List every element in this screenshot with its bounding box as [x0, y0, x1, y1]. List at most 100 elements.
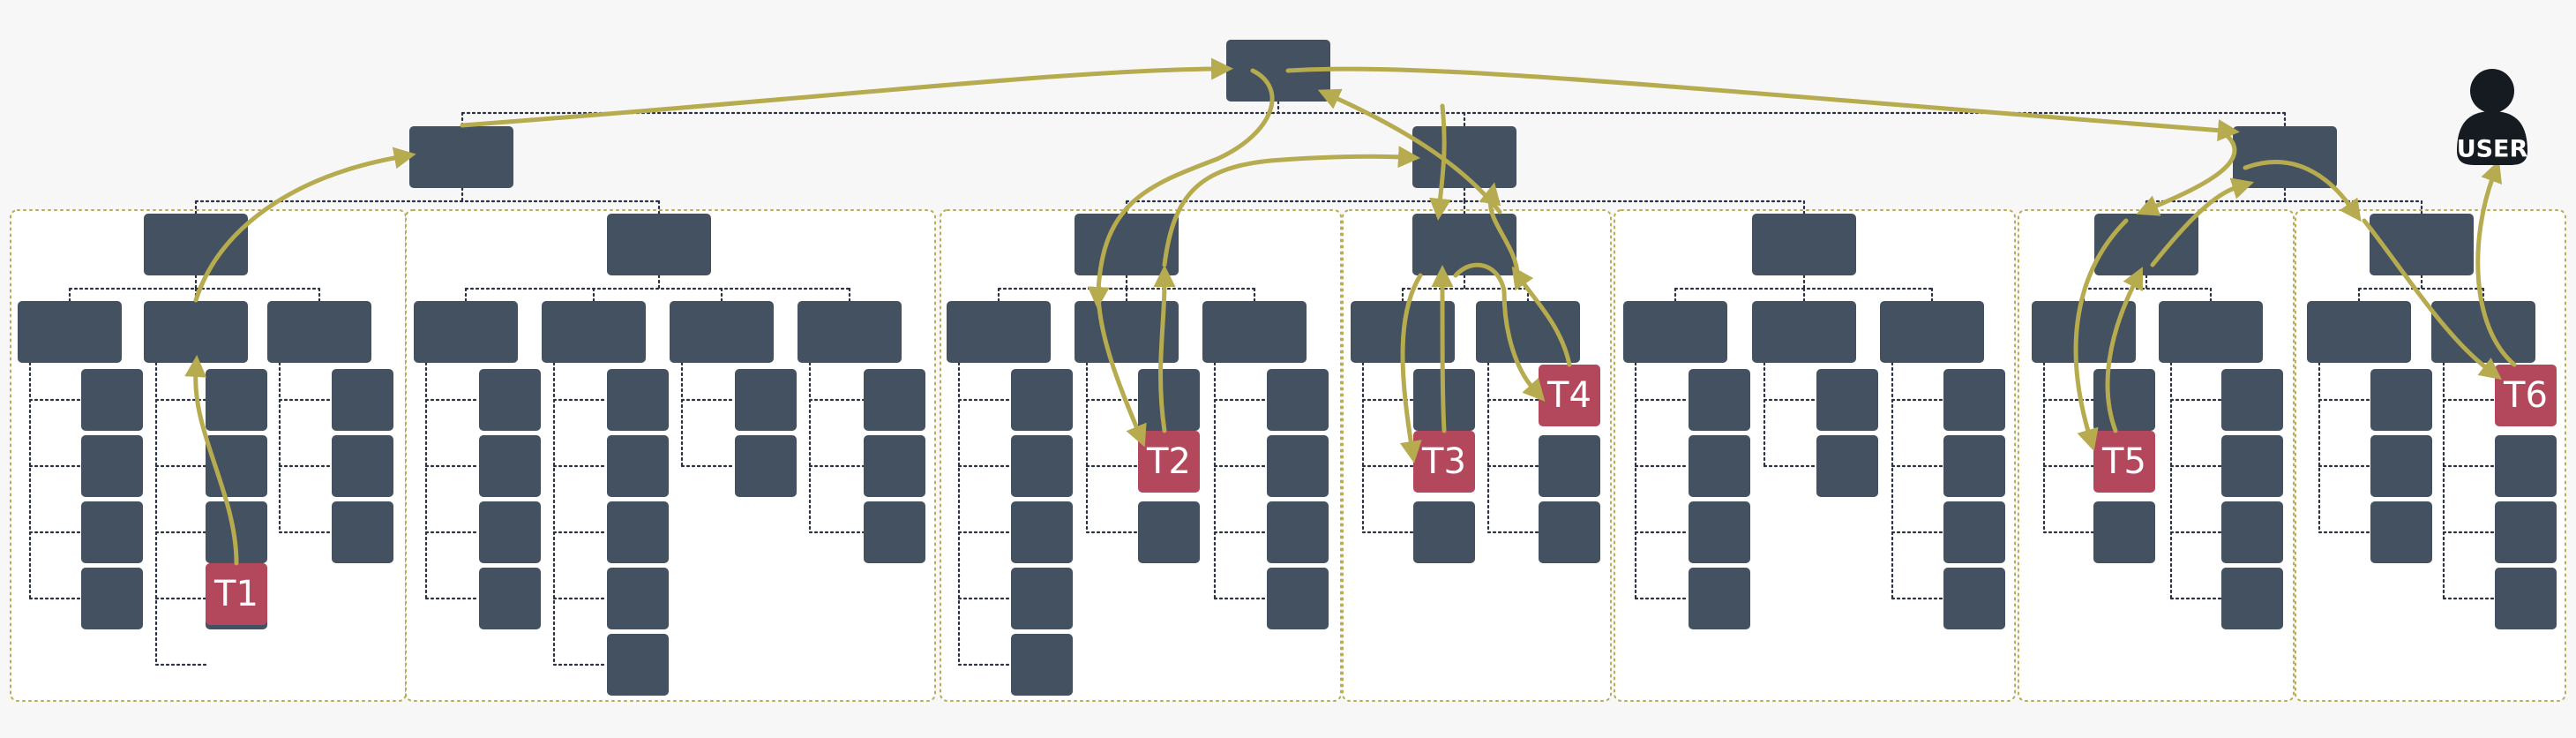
- leaf-node[interactable]: [1943, 568, 2005, 629]
- leaf-node[interactable]: [1539, 501, 1600, 563]
- level3-node[interactable]: [2307, 301, 2411, 363]
- leaf-node[interactable]: [1816, 435, 1878, 497]
- leaf-node[interactable]: [1689, 369, 1750, 431]
- leaf-node[interactable]: [1816, 369, 1878, 431]
- level3-node[interactable]: [2159, 301, 2263, 363]
- leaf-node[interactable]: [2370, 435, 2432, 497]
- level3-node[interactable]: [144, 301, 248, 363]
- leaf-node[interactable]: [1943, 501, 2005, 563]
- leaf-node[interactable]: [332, 501, 393, 563]
- leaf-node[interactable]: [479, 435, 541, 497]
- leaf-node[interactable]: [332, 369, 393, 431]
- leaf-node[interactable]: [1267, 501, 1329, 563]
- leaf-node[interactable]: [1689, 568, 1750, 629]
- leaf-node[interactable]: [2221, 568, 2283, 629]
- leaf-node[interactable]: [864, 435, 925, 497]
- level2-node[interactable]: [1752, 214, 1856, 275]
- leaf-node[interactable]: [735, 435, 797, 497]
- leaf-node[interactable]: [1011, 568, 1073, 629]
- leaf-node[interactable]: [1138, 501, 1200, 563]
- leaf-node[interactable]: [2370, 501, 2432, 563]
- level3-node[interactable]: [947, 301, 1051, 363]
- leaf-node[interactable]: [332, 435, 393, 497]
- root-node[interactable]: [1226, 40, 1330, 102]
- level2-node[interactable]: [1412, 214, 1516, 275]
- leaf-node[interactable]: [206, 369, 267, 431]
- tree-nodes: [18, 40, 2557, 696]
- leaf-node[interactable]: [1011, 369, 1073, 431]
- traversal-path: [1096, 289, 1147, 448]
- leaf-node[interactable]: [607, 369, 669, 431]
- target-label-t4: T4: [1546, 375, 1591, 416]
- leaf-node[interactable]: [607, 435, 669, 497]
- leaf-node[interactable]: [2221, 369, 2283, 431]
- level3-node[interactable]: [1623, 301, 1727, 363]
- leaf-node[interactable]: [1689, 435, 1750, 497]
- tree-connector: [997, 274, 1256, 303]
- leaf-node[interactable]: [735, 369, 797, 431]
- leaf-node[interactable]: [1267, 435, 1329, 497]
- tree-connector: [461, 100, 2287, 128]
- leaf-node[interactable]: [81, 435, 143, 497]
- leaf-node[interactable]: [607, 501, 669, 563]
- leaf-node[interactable]: [479, 568, 541, 629]
- traversal-path: [1153, 265, 1176, 433]
- target-node-t4[interactable]: T4: [1539, 365, 1600, 426]
- level2-node[interactable]: [2094, 214, 2198, 275]
- leaf-node[interactable]: [206, 501, 267, 563]
- leaf-node[interactable]: [1011, 435, 1073, 497]
- target-node-t6[interactable]: T6: [2495, 365, 2557, 426]
- leaf-node[interactable]: [2370, 369, 2432, 431]
- leaf-node[interactable]: [607, 634, 669, 696]
- level3-node[interactable]: [1476, 301, 1580, 363]
- leaf-node[interactable]: [2495, 568, 2557, 629]
- level2-node[interactable]: [607, 214, 711, 275]
- leaf-node[interactable]: [479, 369, 541, 431]
- level3-node[interactable]: [542, 301, 646, 363]
- level1-node[interactable]: [409, 126, 513, 188]
- leaf-node[interactable]: [2093, 501, 2155, 563]
- leaf-node[interactable]: [81, 568, 143, 629]
- leaf-node[interactable]: [81, 369, 143, 431]
- level2-node[interactable]: [144, 214, 248, 275]
- level3-node[interactable]: [414, 301, 518, 363]
- leaf-node[interactable]: [2221, 435, 2283, 497]
- leaf-node[interactable]: [1011, 634, 1073, 696]
- leaf-node[interactable]: [2495, 435, 2557, 497]
- leaf-node[interactable]: [81, 501, 143, 563]
- level3-node[interactable]: [1752, 301, 1856, 363]
- leaf-node[interactable]: [1267, 369, 1329, 431]
- level3-node[interactable]: [1202, 301, 1307, 363]
- traversal-paths: [184, 57, 2517, 566]
- leaf-node[interactable]: [2221, 501, 2283, 563]
- leaf-node[interactable]: [1413, 501, 1475, 563]
- level3-node[interactable]: [2032, 301, 2136, 363]
- level3-node[interactable]: [267, 301, 371, 363]
- target-node-t5[interactable]: T5: [2093, 431, 2155, 493]
- traversal-path: [2475, 160, 2517, 367]
- target-node-t3[interactable]: T3: [1413, 431, 1475, 493]
- level3-node[interactable]: [1880, 301, 1984, 363]
- leaf-node[interactable]: [479, 501, 541, 563]
- traversal-path: [2073, 218, 2129, 452]
- leaf-node[interactable]: [2495, 501, 2557, 563]
- leaf-node[interactable]: [607, 568, 669, 629]
- level3-node[interactable]: [670, 301, 774, 363]
- leaf-node[interactable]: [1539, 435, 1600, 497]
- level3-node[interactable]: [798, 301, 902, 363]
- level3-node[interactable]: [18, 301, 122, 363]
- leaf-node[interactable]: [2093, 369, 2155, 431]
- leaf-node[interactable]: [1943, 369, 2005, 431]
- leaf-node[interactable]: [1689, 501, 1750, 563]
- leaf-node[interactable]: [1011, 501, 1073, 563]
- leaf-node[interactable]: [1943, 435, 2005, 497]
- leaf-node[interactable]: [864, 501, 925, 563]
- leaf-node[interactable]: [864, 369, 925, 431]
- target-node-t1[interactable]: T1: [206, 563, 267, 625]
- leaf-node[interactable]: [1138, 369, 1200, 431]
- level1-node[interactable]: [1412, 126, 1516, 188]
- target-node-t2[interactable]: T2: [1138, 431, 1200, 493]
- level3-node[interactable]: [2431, 301, 2535, 363]
- leaf-node[interactable]: [1267, 568, 1329, 629]
